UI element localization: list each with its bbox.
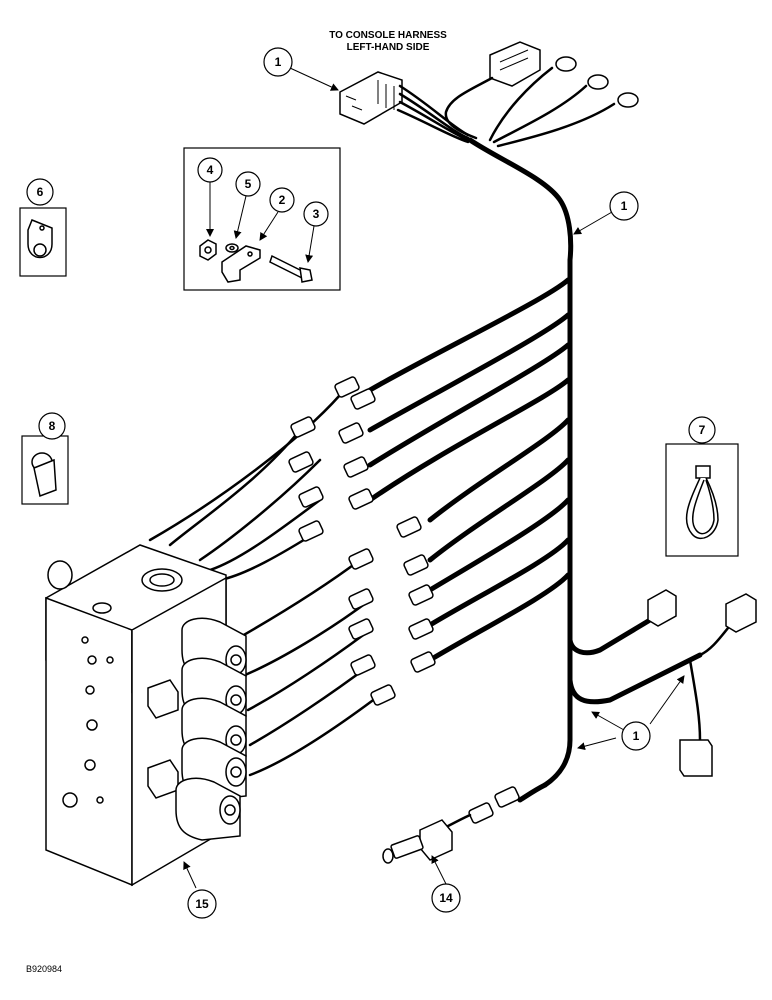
leader-1b	[573, 211, 613, 235]
lead-10	[248, 693, 382, 777]
callout-4: 4	[197, 157, 223, 183]
svg-text:1: 1	[621, 199, 628, 213]
connector-pair-2	[290, 416, 364, 444]
branch-down	[688, 658, 702, 742]
svg-text:4: 4	[207, 163, 214, 177]
branch-f	[427, 457, 571, 563]
clamp-6	[27, 219, 53, 259]
console-connector	[339, 71, 403, 125]
branch-c	[367, 342, 571, 468]
washer-5	[225, 243, 239, 253]
svg-text:8: 8	[49, 419, 56, 433]
leader-15	[183, 861, 197, 889]
lead-3	[198, 458, 322, 562]
branch-b	[367, 312, 571, 433]
lead-8	[246, 628, 372, 712]
branch-d	[367, 377, 571, 503]
ring-wire-2	[492, 84, 588, 144]
leader-3	[305, 225, 315, 263]
callout-8: 8	[38, 412, 66, 440]
svg-text:2: 2	[279, 193, 286, 207]
callout-15: 15	[187, 889, 217, 919]
nut-4	[199, 239, 217, 261]
callout-1-lower: 1	[621, 721, 651, 751]
valve-plug-2	[147, 759, 179, 799]
header-line-1: TO CONSOLE HARNESS	[329, 30, 447, 41]
svg-text:5: 5	[245, 177, 252, 191]
solenoid-5	[175, 777, 241, 841]
lead-2	[168, 428, 302, 547]
connector-pair-1	[334, 376, 376, 410]
branch-g	[427, 497, 571, 593]
branch-lower-1	[567, 617, 653, 656]
svg-text:1: 1	[275, 55, 282, 69]
connector-pair-4	[298, 486, 374, 510]
plug-wire	[444, 76, 494, 140]
ring-wire-1	[488, 66, 554, 142]
svg-text:15: 15	[195, 897, 209, 911]
tie-strap-7	[685, 465, 719, 540]
connector-pair-9	[350, 651, 436, 676]
figure-id: B920984	[26, 964, 62, 974]
connector-right-1	[647, 589, 677, 627]
valve-plug-1	[147, 679, 179, 719]
lead-7	[243, 598, 372, 677]
leader-1a	[289, 67, 339, 91]
svg-text:14: 14	[439, 891, 453, 905]
sender-connector	[468, 786, 520, 824]
connector-pair-3	[288, 451, 369, 478]
branch-lower-2	[567, 652, 703, 705]
ring-terminal-2	[587, 74, 609, 90]
connector-pair-10	[370, 684, 396, 706]
lead-1	[148, 393, 342, 542]
connector-pair-6	[348, 548, 429, 576]
solenoid-4	[181, 737, 247, 801]
plug-connector-top	[489, 41, 541, 87]
connector-right-2	[725, 593, 757, 633]
svg-text:3: 3	[313, 207, 320, 221]
callout-1-top: 1	[263, 47, 293, 77]
svg-text:7: 7	[699, 423, 706, 437]
bolt-3	[269, 254, 313, 283]
svg-text:1: 1	[633, 729, 640, 743]
ring-terminal-3	[617, 92, 639, 108]
branch-h	[427, 537, 571, 628]
callout-6: 6	[26, 178, 54, 206]
main-harness-trunk	[467, 137, 574, 788]
leader-5	[233, 195, 247, 239]
connector-8	[31, 452, 57, 498]
connector-pair-8	[348, 618, 434, 640]
temperature-sender	[382, 819, 453, 864]
port-top-small	[92, 602, 112, 614]
ring-wire-3	[496, 102, 616, 148]
clip-2	[221, 245, 261, 283]
sender-wire	[517, 782, 548, 803]
header-line-2: LEFT-HAND SIDE	[347, 42, 430, 53]
leader-14	[431, 855, 447, 885]
lead-4	[208, 498, 322, 572]
callout-3: 3	[303, 201, 329, 227]
branch-e	[427, 417, 571, 523]
lead-9	[248, 663, 372, 747]
branch-a	[367, 277, 571, 393]
connector-right-3	[679, 739, 713, 777]
leader-1d	[577, 737, 617, 751]
ring-terminal-1	[555, 56, 577, 72]
callout-5: 5	[235, 171, 261, 197]
branch-i	[427, 572, 571, 663]
svg-text:6: 6	[37, 185, 44, 199]
leader-1c-2	[649, 675, 685, 725]
connector-pair-7	[348, 584, 434, 610]
lead-6	[233, 558, 362, 642]
connector-pair-5	[298, 516, 422, 542]
callout-2: 2	[269, 187, 295, 213]
leader-2	[259, 211, 279, 241]
leader-1c	[591, 711, 625, 731]
callout-1-trunk: 1	[609, 191, 639, 221]
callout-7: 7	[688, 416, 716, 444]
callout-14: 14	[431, 883, 461, 913]
connector-wires	[396, 84, 470, 144]
